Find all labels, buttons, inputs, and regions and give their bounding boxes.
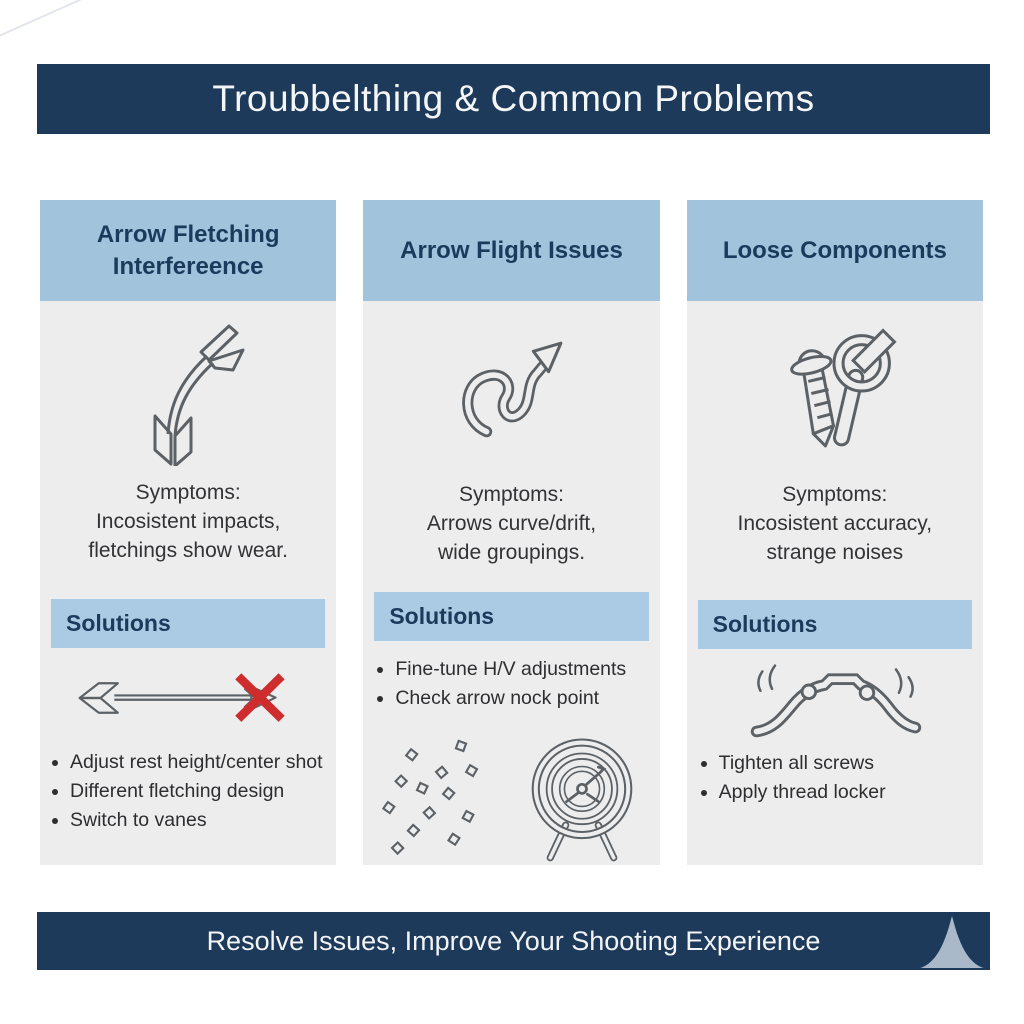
arrow-blocked-red-x-icon <box>40 660 336 736</box>
solutions-label: Solutions <box>66 609 171 636</box>
symptoms-line: Arrows curve/drift, <box>426 511 597 535</box>
solutions-header: Solutions <box>374 591 649 641</box>
column-title: Loose Components <box>722 236 947 264</box>
solutions-header: Solutions <box>51 598 326 648</box>
footer-bar: Resolve Issues, Improve Your Shooting Ex… <box>37 912 990 970</box>
footer-text: Resolve Issues, Improve Your Shooting Ex… <box>206 925 821 956</box>
bullet-item: Different fletching design <box>70 777 336 806</box>
symptoms-block: Symptoms: Incosistent impacts, fletching… <box>40 479 336 566</box>
symptoms-block: Symptoms: Arrows curve/drift, wide group… <box>363 481 659 568</box>
footer-peak-icon <box>920 915 984 969</box>
column-arrow-flight: Arrow Flight Issues Symptoms: Arrows cur… <box>363 200 660 865</box>
column-title: Arrow Flight Issues <box>400 236 623 264</box>
bullet-item: Switch to vanes <box>70 806 336 835</box>
symptoms-block: Symptoms: Incosistent accuracy, strange … <box>687 481 983 568</box>
vibrating-bracket-icon <box>687 657 983 743</box>
solutions-header: Solutions <box>697 599 972 649</box>
bent-arrow-fletching-icon <box>40 315 336 467</box>
target-stand-icon <box>531 738 632 862</box>
page-title: Troubbelthing & Common Problems <box>212 78 815 119</box>
bullet-item: Check arrow nock point <box>395 684 659 713</box>
bullet-item: Apply thread locker <box>719 778 983 807</box>
symptoms-line: Incosistent impacts, <box>95 509 281 533</box>
solutions-graphics <box>363 729 659 865</box>
symptoms-line: strange noises <box>766 540 904 564</box>
solutions-bullet-list: Adjust rest height/center shot Different… <box>40 748 336 836</box>
solutions-label: Solutions <box>389 602 495 629</box>
bullet-item: Fine-tune H/V adjustments <box>395 655 659 684</box>
symptoms-line: Incosistent accuracy, <box>737 511 933 535</box>
title-bar: Troubbelthing & Common Problems <box>37 64 990 134</box>
bullet-item: Tighten all screws <box>719 749 983 778</box>
bullet-item: Adjust rest height/center shot <box>70 748 336 777</box>
column-header: Loose Components <box>686 200 983 301</box>
solutions-bullet-list: Fine-tune H/V adjustments Check arrow no… <box>363 655 659 714</box>
symptoms-label: Symptoms: <box>782 483 888 506</box>
corner-decorative-line <box>0 0 102 41</box>
erratic-flight-arrow-icon <box>363 327 659 455</box>
symptoms-line: fletchings show wear. <box>88 538 288 562</box>
columns-container: Arrow Fletching Interfereence Symptoms: … <box>40 200 983 865</box>
column-header: Arrow Fletching Interfereence <box>40 200 337 301</box>
symptoms-line: wide groupings. <box>437 540 586 564</box>
solutions-bullet-list: Tighten all screws Apply thread locker <box>687 749 983 808</box>
column-header: Arrow Flight Issues <box>363 200 660 301</box>
wrench-screw-icon <box>687 321 983 461</box>
scatter-grouping-icon <box>382 739 479 856</box>
column-arrow-fletching: Arrow Fletching Interfereence Symptoms: … <box>40 200 337 865</box>
solutions-label: Solutions <box>712 610 818 637</box>
symptoms-label: Symptoms: <box>135 481 241 504</box>
symptoms-label: Symptoms: <box>458 482 564 506</box>
column-title: Arrow Fletching Interfereence <box>96 221 280 280</box>
column-loose-components: Loose Components <box>686 200 983 865</box>
